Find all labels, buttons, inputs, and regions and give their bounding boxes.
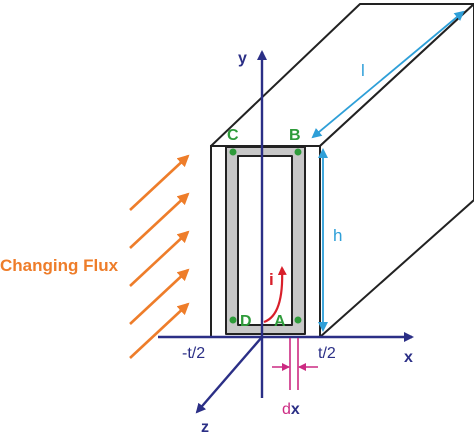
z-axis-label: z [201,419,209,434]
point-d [229,316,237,324]
z-axis [195,336,263,414]
loop-band [225,146,306,335]
x-axis-label: x [404,349,413,366]
point-c [229,148,237,156]
corner-d-label: D [240,313,252,330]
neg-half-thickness-label: -t/2 [182,345,205,362]
axes [158,50,414,414]
pos-half-thickness-label: t/2 [318,345,336,362]
point-a [294,316,302,324]
corner-c-label: C [227,127,239,144]
flux-arrow [129,230,190,287]
corner-points [229,148,302,324]
flux-arrow [129,302,190,359]
dx-label-x: x [291,401,300,418]
point-b [294,148,302,156]
current-label: i [269,270,274,289]
y-axis-label: y [238,50,247,67]
corner-b-label: B [289,127,301,144]
dx-label: dx [282,401,300,418]
flux-arrow [129,268,190,325]
labels: y x z l h Changing Flux i -t/2 t/2 dx C … [0,50,413,434]
slab [210,3,474,338]
flux-arrows [129,154,190,359]
flux-arrow [129,192,190,249]
current-arrow [263,266,287,324]
length-dimension-arrow [311,10,465,139]
flux-arrow [129,154,190,211]
current-loop [225,146,306,335]
flux-label: Changing Flux [0,256,119,275]
dx-markers [272,338,318,390]
dx-label-d: d [282,401,291,418]
corner-a-label: A [274,313,286,330]
height-label: h [333,226,342,245]
length-label: l [361,61,365,80]
